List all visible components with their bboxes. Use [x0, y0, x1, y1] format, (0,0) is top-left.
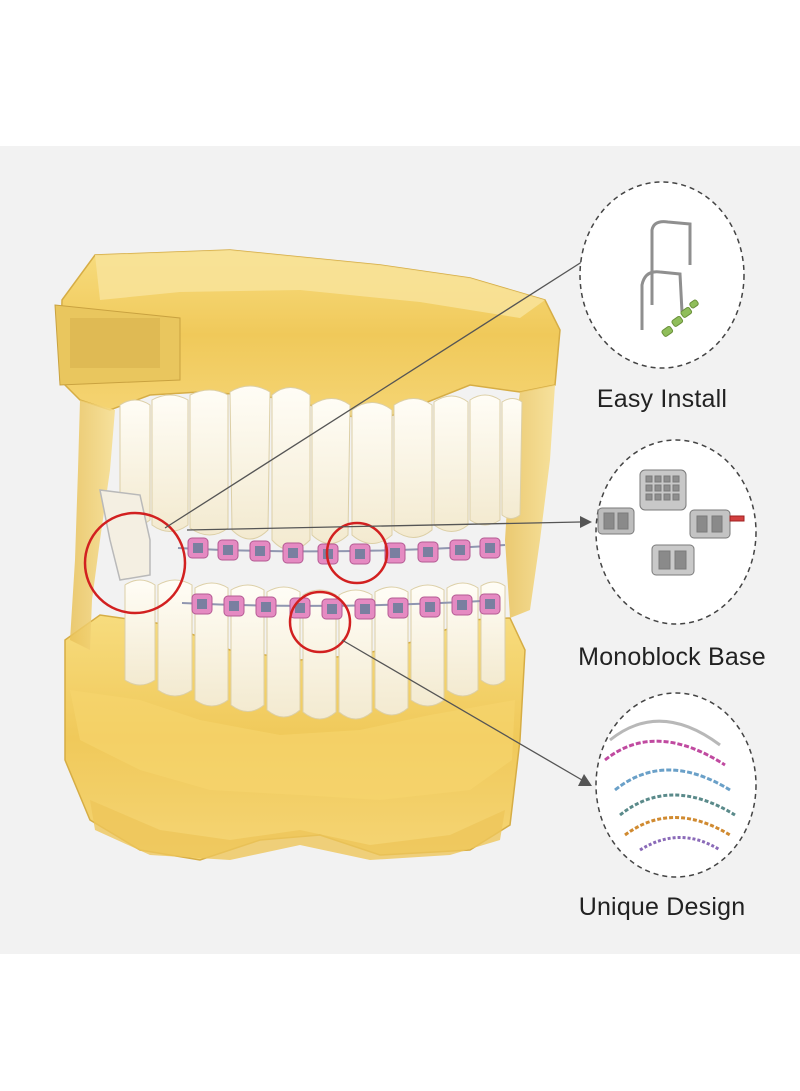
upper-base-top	[95, 250, 545, 318]
callout-circle-archwire	[83, 511, 187, 615]
feature-circle-unique-design	[595, 692, 757, 878]
callout-circle-bracket	[325, 521, 389, 585]
leader-line-monoblock	[186, 521, 581, 531]
callouts	[83, 253, 596, 786]
upper-braces	[177, 537, 506, 565]
lower-braces	[181, 593, 501, 620]
arrowhead-monoblock	[580, 516, 592, 528]
leader-line-unique-design	[341, 639, 583, 781]
feature-label-easy-install: Easy Install	[596, 385, 728, 413]
feature-circle-easy-install	[579, 181, 745, 369]
upper-base-cut-inner	[70, 318, 160, 368]
feature-label-unique-design: Unique Design	[578, 893, 746, 921]
bracket-icon	[597, 469, 745, 576]
dental-model	[54, 249, 561, 861]
upper-teeth	[119, 385, 523, 551]
archwire-icon	[640, 220, 692, 330]
callout-circle-design	[288, 590, 352, 654]
lower-base-bottom-rim	[90, 800, 505, 860]
colored-archwires-icon	[604, 719, 736, 852]
feature-circle-monoblock-base	[595, 439, 757, 625]
lower-teeth	[124, 579, 506, 720]
archwire-tube-icon	[661, 299, 699, 337]
feature-label-monoblock-base: Monoblock Base	[578, 643, 766, 671]
left-gum	[70, 400, 115, 650]
arrowhead-unique-design	[578, 774, 592, 786]
leader-line-easy-install	[164, 257, 589, 529]
lower-base-front	[70, 690, 515, 800]
